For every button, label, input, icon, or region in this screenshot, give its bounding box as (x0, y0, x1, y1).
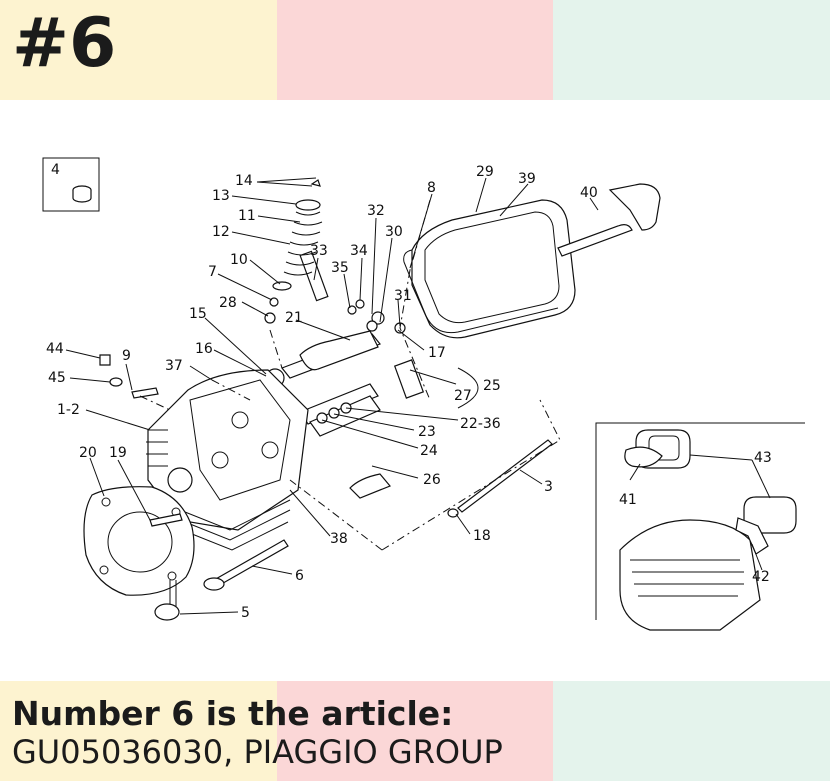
callout-27: 27 (454, 388, 472, 404)
callout-38: 38 (330, 531, 348, 547)
callout-17: 17 (428, 345, 446, 361)
top-color-band (0, 0, 830, 100)
callout-9: 9 (122, 348, 131, 364)
callout-20: 20 (79, 445, 97, 461)
callout-32: 32 (367, 203, 385, 219)
callout-labels: 4 14 13 11 12 10 7 28 15 16 37 44 45 9 1… (46, 162, 772, 621)
callout-3: 3 (544, 479, 553, 495)
callout-45: 45 (48, 370, 66, 386)
callout-34: 34 (350, 243, 368, 259)
callout-42: 42 (752, 569, 770, 585)
bottom-color-band (0, 681, 830, 781)
callout-39: 39 (518, 171, 536, 187)
callout-37: 37 (165, 358, 183, 374)
callout-14: 14 (235, 173, 253, 189)
exploded-parts-diagram: 4 14 13 11 12 10 7 28 15 16 37 44 45 9 1… (42, 157, 805, 631)
callout-18: 18 (473, 528, 491, 544)
callout-44: 44 (46, 341, 64, 357)
callout-21: 21 (285, 310, 303, 326)
callout-15: 15 (189, 306, 207, 322)
callout-26: 26 (423, 472, 441, 488)
valves-and-pushrod (99, 354, 553, 621)
callout-11: 11 (238, 208, 256, 224)
callout-6: 6 (295, 568, 304, 584)
callout-23: 23 (418, 424, 436, 440)
callout-12: 12 (212, 224, 230, 240)
callout-16: 16 (195, 341, 213, 357)
valve-cover (403, 183, 661, 339)
callout-30: 30 (385, 224, 403, 240)
callout-8: 8 (427, 180, 436, 196)
callout-25: 25 (483, 378, 501, 394)
detail-inset (595, 422, 805, 631)
assembly-lines (139, 199, 561, 551)
callout-28: 28 (219, 295, 237, 311)
callout-5: 5 (241, 605, 250, 621)
caption-article: GU05036030, PIAGGIO GROUP (12, 733, 503, 771)
callout-7: 7 (208, 264, 217, 280)
callout-31: 31 (394, 288, 412, 304)
callout-13: 13 (212, 188, 230, 204)
cylinder-head (146, 369, 309, 551)
callout-1-2: 1-2 (57, 402, 80, 418)
callout-40: 40 (580, 185, 598, 201)
callout-10: 10 (230, 252, 248, 268)
callout-33: 33 (310, 243, 328, 259)
callout-43: 43 (754, 450, 772, 466)
callout-22-36: 22-36 (460, 416, 501, 432)
head-gasket (83, 486, 195, 596)
callout-24: 24 (420, 443, 438, 459)
caption-heading: Number 6 is the article: (12, 694, 454, 733)
inset-part-4 (42, 157, 100, 212)
leader-lines (65, 177, 771, 615)
callout-29: 29 (476, 164, 494, 180)
callout-41: 41 (619, 492, 637, 508)
callout-19: 19 (109, 445, 127, 461)
callout-35: 35 (331, 260, 349, 276)
item-number-badge: #6 (12, 4, 117, 83)
callout-4: 4 (51, 162, 60, 178)
